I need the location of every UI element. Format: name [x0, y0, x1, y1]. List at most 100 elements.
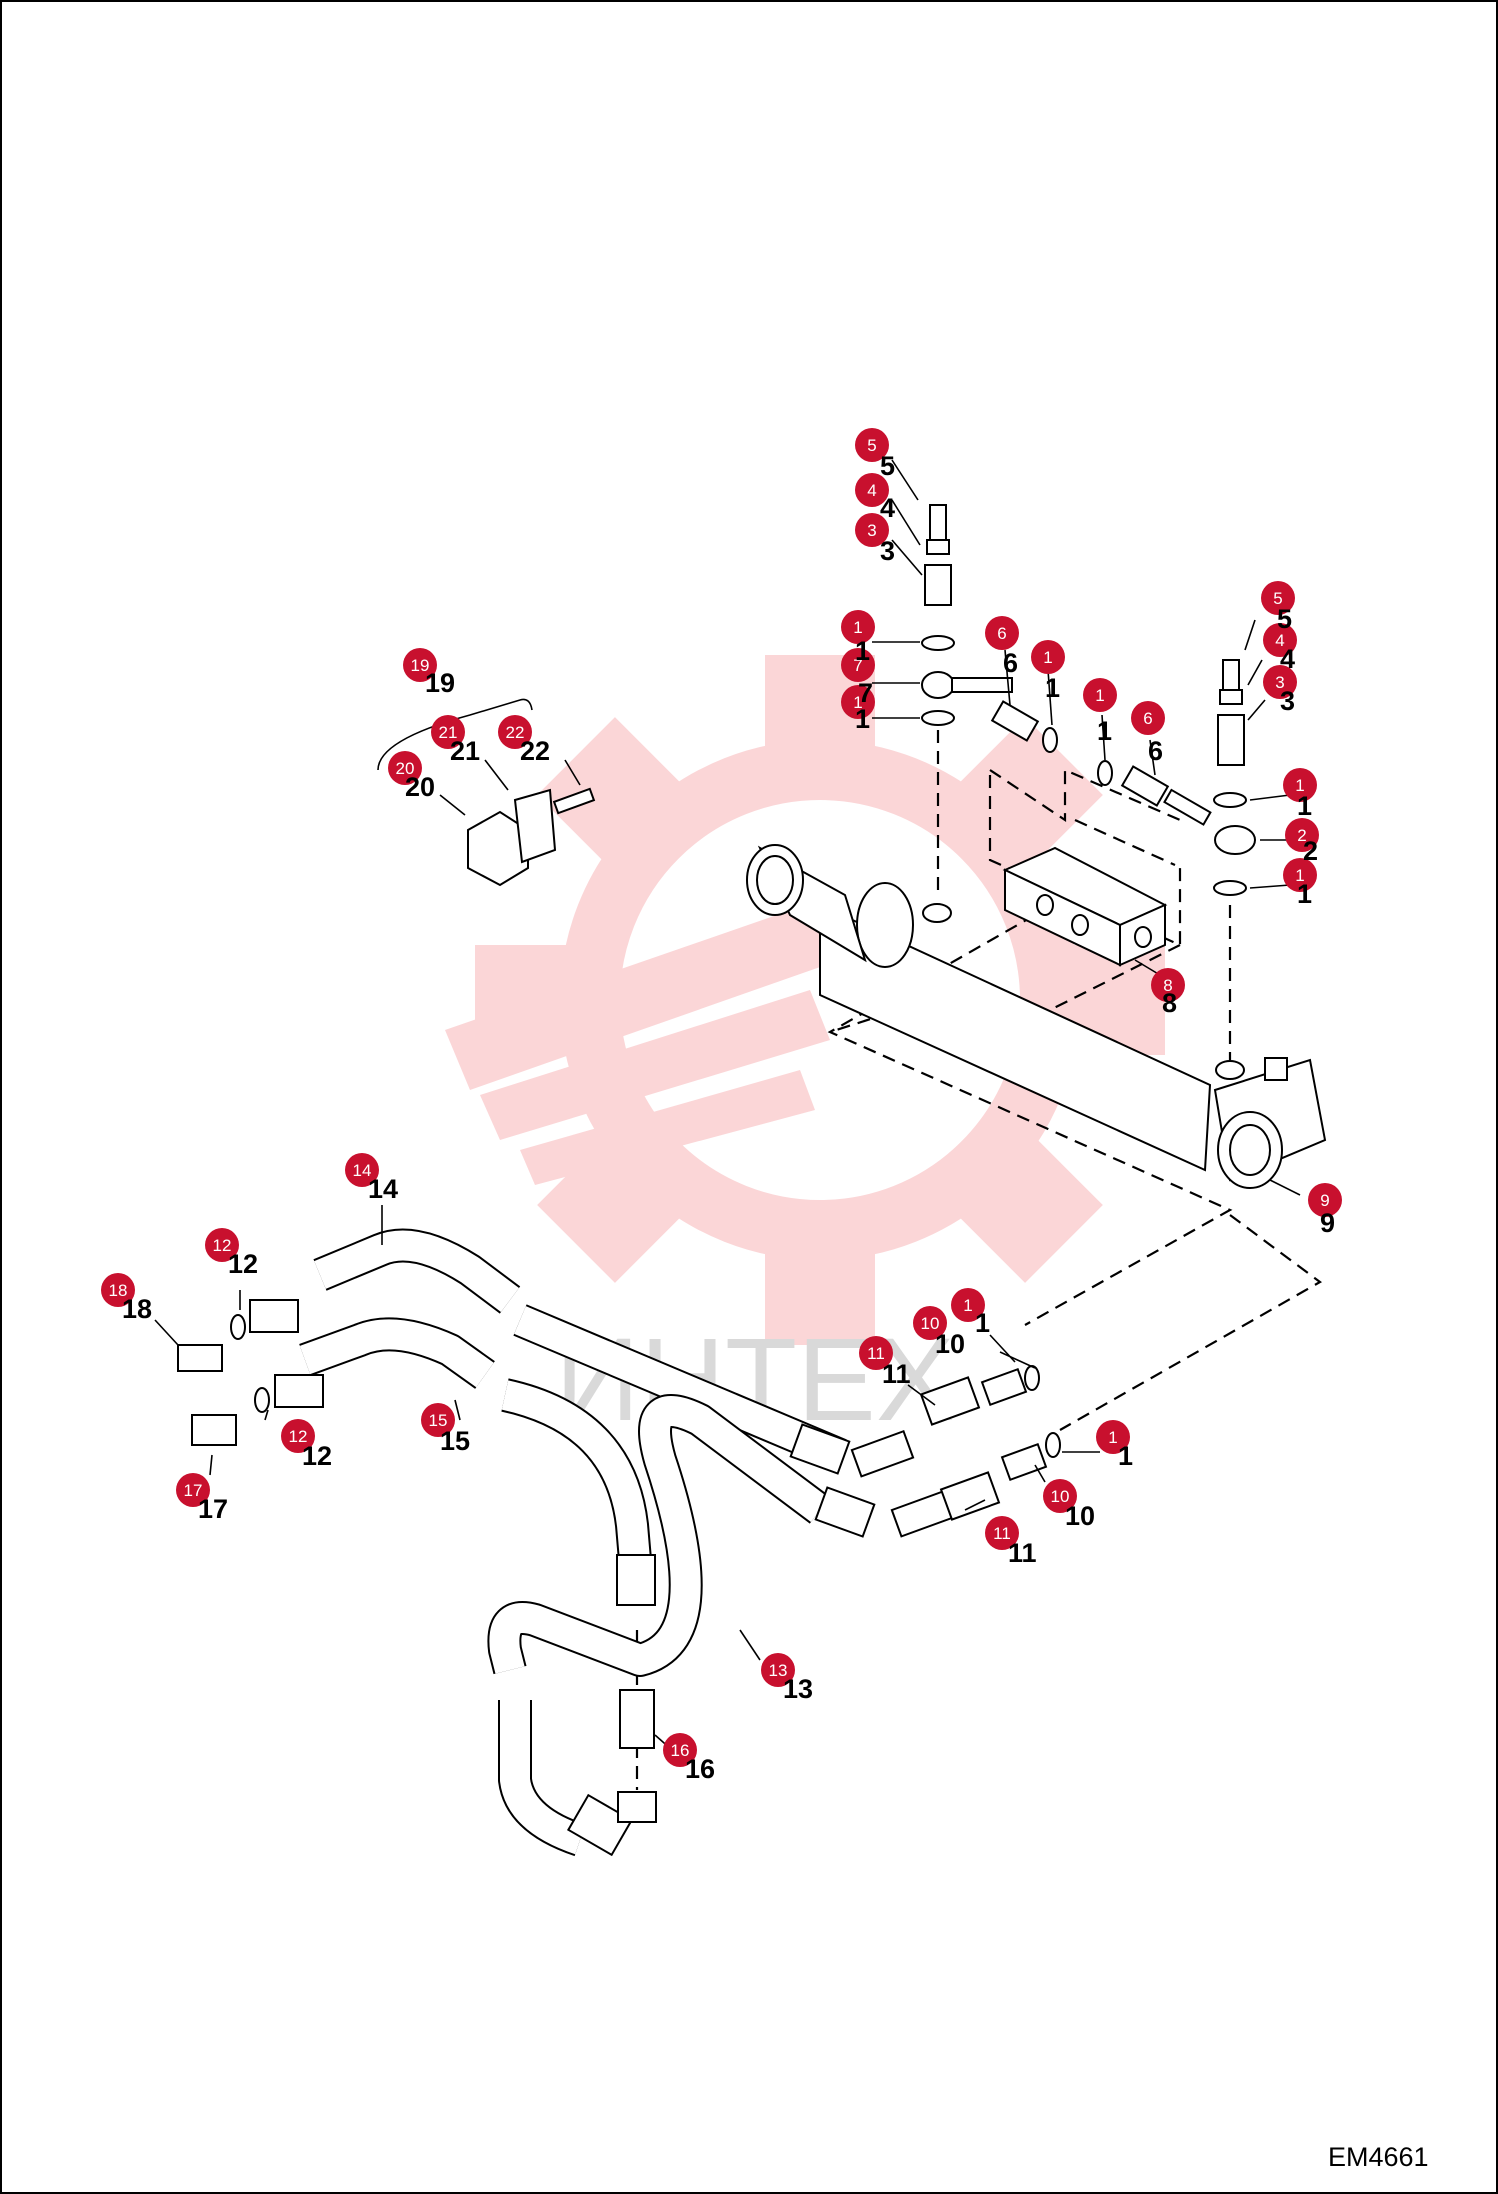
- callout-label: 1: [1043, 648, 1052, 667]
- callout-bubble[interactable]: [205, 1228, 239, 1262]
- part-number: 1: [1118, 1441, 1133, 1471]
- callout-label: 10: [1051, 1487, 1070, 1506]
- part-number: 20: [405, 772, 435, 802]
- hose-fittings: [177, 1299, 1061, 1857]
- callout-bubble[interactable]: [1285, 818, 1319, 852]
- callout-bubble[interactable]: [1131, 701, 1165, 735]
- callout-bubble[interactable]: [1263, 623, 1297, 657]
- callout-label: 3: [867, 521, 876, 540]
- callout-label: 14: [353, 1161, 372, 1180]
- callout-bubble[interactable]: [855, 428, 889, 462]
- callout-label: 10: [921, 1314, 940, 1333]
- callout-label: 16: [671, 1741, 690, 1760]
- part-number: 17: [198, 1494, 228, 1524]
- callout-bubble[interactable]: [663, 1733, 697, 1767]
- callout-label: 21: [439, 723, 458, 742]
- callout-label: 4: [867, 481, 876, 500]
- callout-label: 22: [506, 723, 525, 742]
- callout-bubble[interactable]: [951, 1288, 985, 1322]
- right-fitting-stack: [1213, 659, 1256, 896]
- callout-label: 1: [853, 693, 862, 712]
- watermark-gear-tooth: [475, 945, 585, 1055]
- callout-label: 9: [1320, 1191, 1329, 1210]
- callout-bubble[interactable]: [855, 473, 889, 507]
- callout-label: 1: [963, 1296, 972, 1315]
- part-number: 9: [1320, 1208, 1335, 1238]
- callout-bubble[interactable]: [421, 1403, 455, 1437]
- callout-bubble[interactable]: [985, 616, 1019, 650]
- callout-bubble[interactable]: [281, 1419, 315, 1453]
- part-number: 4: [1280, 644, 1295, 674]
- part-number: 10: [1065, 1501, 1095, 1531]
- callout-label: 18: [109, 1281, 128, 1300]
- drawing-id-label: EM4661: [1328, 2142, 1429, 2172]
- callout-label: 2: [1297, 826, 1306, 845]
- callout-label: 8: [1163, 976, 1172, 995]
- callout-bubble[interactable]: [498, 715, 532, 749]
- callout-bubble[interactable]: [1283, 768, 1317, 802]
- callout-bubble[interactable]: [1308, 1183, 1342, 1217]
- callout-bubble[interactable]: [1283, 858, 1317, 892]
- part-number: 14: [368, 1174, 398, 1204]
- part-number: 7: [858, 678, 873, 708]
- callout-label: 1: [1295, 866, 1304, 885]
- callout-bubble[interactable]: [1263, 665, 1297, 699]
- watermark-logo: [445, 655, 1165, 1345]
- callout-label: 6: [997, 624, 1006, 643]
- callout-bubble[interactable]: [841, 610, 875, 644]
- part-number: 11: [882, 1359, 911, 1389]
- callout-bubble[interactable]: [1261, 581, 1295, 615]
- part-number: 1: [975, 1308, 990, 1338]
- part-number: 12: [302, 1441, 332, 1471]
- callout-bubble[interactable]: [1096, 1420, 1130, 1454]
- callout-label: 6: [1143, 709, 1152, 728]
- valve-block: [1002, 846, 1168, 967]
- hydraulic-cylinder: [746, 844, 1327, 1189]
- part-number: 1: [1297, 791, 1312, 821]
- clamp-assembly: [467, 787, 596, 887]
- callout-bubble[interactable]: [985, 1516, 1019, 1550]
- hoses: [299, 1228, 847, 1857]
- callout-bubble[interactable]: [388, 751, 422, 785]
- callout-bubble[interactable]: [101, 1273, 135, 1307]
- callout-label: 4: [1275, 631, 1284, 650]
- callout-label: 7: [853, 656, 862, 675]
- callout-label: 1: [1295, 776, 1304, 795]
- watermark-gear-tooth: [765, 1235, 875, 1345]
- callout-label: 3: [1275, 673, 1284, 692]
- callout-label: 12: [289, 1427, 308, 1446]
- part-number: 1: [1097, 716, 1112, 746]
- callout-label: 19: [411, 656, 430, 675]
- callout-label: 15: [429, 1411, 448, 1430]
- callout-bubble[interactable]: [176, 1473, 210, 1507]
- callout-bubble[interactable]: [403, 648, 437, 682]
- callout-bubble[interactable]: [431, 715, 465, 749]
- watermark-gear-tooth: [537, 717, 693, 873]
- callout-bubble[interactable]: [841, 685, 875, 719]
- callout-bubble[interactable]: [841, 648, 875, 682]
- part-number: 12: [228, 1249, 258, 1279]
- callout-label: 5: [1273, 589, 1282, 608]
- callout-label: 20: [396, 759, 415, 778]
- part-number: 2: [1303, 836, 1318, 866]
- callout-bubble[interactable]: [1043, 1479, 1077, 1513]
- callout-bubble[interactable]: [859, 1336, 893, 1370]
- leader-lines: [154, 459, 1301, 1751]
- callout-bubble[interactable]: [1083, 678, 1117, 712]
- callout-bubble[interactable]: [1031, 640, 1065, 674]
- callout-bubble[interactable]: [1151, 968, 1185, 1002]
- part-number: 10: [935, 1329, 965, 1359]
- callout-bubble[interactable]: [345, 1153, 379, 1187]
- part-number: 3: [880, 536, 895, 566]
- left-fitting-stack: [921, 504, 1013, 726]
- part-number: 21: [450, 736, 480, 766]
- part-number: 19: [425, 668, 455, 698]
- callout-bubble[interactable]: [913, 1306, 947, 1340]
- part-number: 18: [122, 1294, 152, 1324]
- watermark-gear-tooth: [947, 717, 1103, 873]
- callout-bubble[interactable]: [855, 513, 889, 547]
- callout-bubble[interactable]: [761, 1653, 795, 1687]
